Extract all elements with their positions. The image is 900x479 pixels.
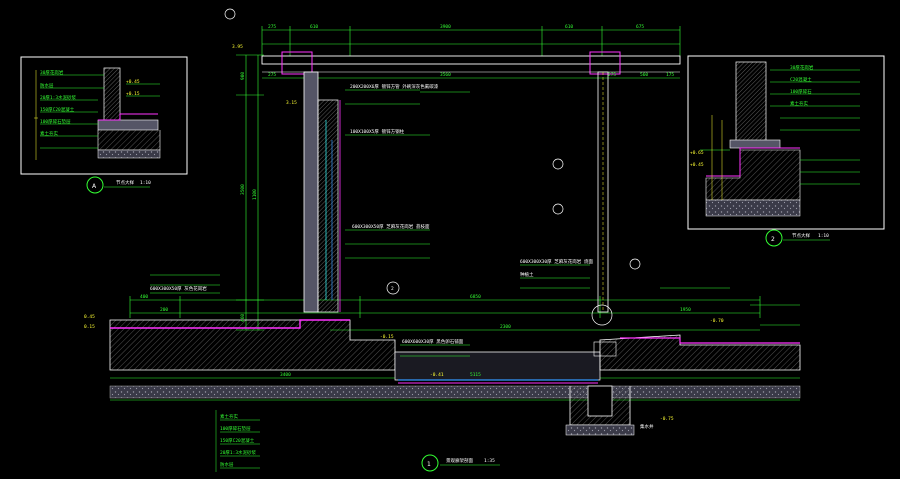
detail-a-note-6: 素土夯实 [40,130,58,137]
detail-a-marker: A 节点大样 1:10 [86,176,151,194]
pergola-left-column [303,71,341,313]
detail-a-note-2: 防水层 [40,82,54,89]
detail-2-level-2: +0.45 [690,162,704,168]
note-right-paving: 600X300X30厚 芝麻灰花岗岩 烧面 [520,258,594,265]
vertical-dimension-texts: 900 3500 1100 460 [240,72,258,322]
mid-dim-2: 3560 [440,72,451,78]
level-6: -0.41 [430,372,444,378]
v-dim-1: 900 [240,72,246,80]
detail-2-text-block: 30厚花岗岩 C20混凝土 100厚碎石 素土夯实 +0.65 +0.45 [690,64,814,168]
top-dim-1: 275 [268,24,276,30]
level-5: -0.15 [380,334,394,340]
v-dim-2: 3500 [240,184,246,195]
level-2: 3.15 [286,100,297,106]
pergola-top-beam [261,51,681,75]
note-left-plinth: 600X300X50厚 灰色花岗岩 [150,285,207,292]
note-pond-drain: 集水井 [640,423,654,430]
b-dim-4: 2300 [500,324,511,330]
detail-2-scale: 1:10 [818,233,829,239]
detail-2-note-2: C20混凝土 [790,76,812,83]
mid-dim-5: 175 [666,72,674,78]
main-marker-number: 1 [427,461,431,468]
detail-a-note-3: 20厚1:3水泥砂浆 [40,94,77,101]
b-dim-5: 1950 [680,307,691,313]
b-dim-3: 6850 [470,294,481,300]
level-mark-texts: 3.95 3.15 0.45 0.15 -0.15 -0.41 -0.75 -0… [84,44,724,422]
annotation-leaders [150,89,800,472]
detail-2-marker-number: 2 [771,236,775,243]
v-dim-4: 460 [240,314,246,322]
mid-dim-1: 275 [268,72,276,78]
note-top-beam: 200X200X6厚 镀锌方管 外刷深灰色氟碳漆 [350,83,439,90]
top-dimension-texts: 275 610 3900 610 675 275 3560 275 560 17… [268,24,674,78]
mid-dim-3: 275 [608,72,616,78]
top-dim-5: 675 [636,24,644,30]
annotation-texts: 200X200X6厚 镀锌方管 外刷深灰色氟碳漆 100X100X5厚 镀锌方钢… [150,83,654,430]
detail-a-title: 节点大样 [116,179,134,186]
callout-2-label: 2 [391,286,394,292]
b-dim-7: 5115 [470,372,481,378]
legend-left-2: 100厚碎石垫层 [220,425,251,432]
mid-dim-4: 560 [640,72,648,78]
detail-2-level-1: +0.65 [690,150,704,156]
detail-a-note-1: 30厚花岗岩 [40,69,64,76]
left-legend: 素土夯实 100厚碎石垫层 150厚C20混凝土 20厚1:3水泥砂浆 防水层 [220,413,257,468]
level-4: 0.15 [84,324,95,330]
detail-a-level-2: +0.15 [126,91,140,97]
pergola-right-column [591,71,613,326]
detail-2-note-1: 30厚花岗岩 [790,64,814,71]
ground-section [109,319,801,436]
main-dimension-lines [110,26,800,401]
detail-2-frame [687,55,885,230]
b-dim-2: 200 [160,307,168,313]
legend-left-3: 150厚C20混凝土 [220,437,255,444]
top-dim-4: 610 [565,24,573,30]
section-callout-markers [224,8,641,295]
note-planting: 种植土 [520,271,534,278]
b-dim-6: 3400 [280,372,291,378]
note-water-edge: 600X300X50厚 芝麻灰花岗岩 荔枝面 [352,223,430,230]
bottom-dimension-texts: 400 200 6850 2300 1950 3400 5115 [140,294,691,378]
level-7: -0.75 [660,416,674,422]
note-pond-floor: 600X600X30厚 黑色卵石铺面 [402,338,464,345]
level-1: 3.95 [232,44,243,50]
detail-a-scale: 1:10 [140,180,151,186]
detail-a-note-4: 150厚C20混凝土 [40,106,75,113]
detail-2-note-3: 100厚碎石 [790,88,812,95]
top-dim-2: 610 [310,24,318,30]
main-section-scale: 1:35 [484,458,495,464]
level-8: -0.70 [710,318,724,324]
detail-a-note-5: 100厚碎石垫层 [40,118,71,125]
legend-left-1: 素土夯实 [220,413,238,420]
legend-left-4: 20厚1:3水泥砂浆 [220,449,257,456]
detail-a-frame [20,56,188,175]
legend-left-5: 防水层 [220,461,234,468]
note-column: 100X100X5厚 镀锌方钢柱 [350,128,405,135]
detail-2-note-4: 素土夯实 [790,100,808,107]
detail-a-level-1: +0.45 [126,79,140,85]
top-dim-3: 3900 [440,24,451,30]
detail-2-marker: 2 节点大样 1:10 [765,229,830,247]
detail-a-marker-letter: A [92,183,97,190]
b-dim-1: 400 [140,294,148,300]
detail-2-title: 节点大样 [792,232,810,239]
main-section-title: 景观廊架剖面 [446,457,473,464]
detail-a-text-block: 30厚花岗岩 防水层 20厚1:3水泥砂浆 150厚C20混凝土 100厚碎石垫… [40,69,140,137]
level-3: 0.45 [84,314,95,320]
v-dim-3: 1100 [252,189,258,200]
main-section-marker: 1 景观廊架剖面 1:35 [421,454,500,472]
